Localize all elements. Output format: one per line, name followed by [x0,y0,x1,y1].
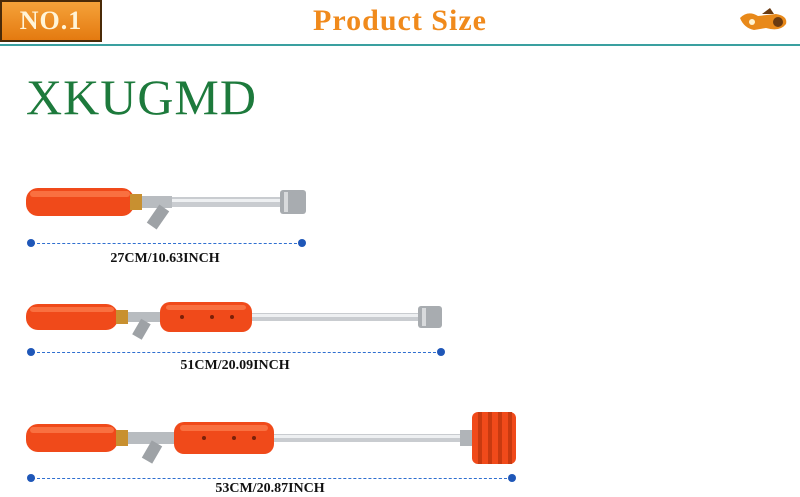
dimension-endpoint [27,239,35,247]
dimension-endpoint [27,348,35,356]
brand-name: XKUGMD [26,69,257,125]
spray-wand-short [26,188,306,230]
dimension-line [32,243,302,244]
decorative-mark-icon [740,8,787,30]
spray-wand-medium [26,302,442,340]
dimension-endpoint [437,348,445,356]
spray-wand-long [26,412,516,464]
dimension-endpoint [508,474,516,482]
section-header: NO.1 Product Size [0,0,800,46]
dimension-endpoint [27,474,35,482]
size-label: 51CM/20.09INCH [180,358,290,373]
dimension-line [32,478,512,479]
dimension-line [32,352,441,353]
section-title: Product Size [313,4,487,37]
size-label: 53CM/20.87INCH [215,481,325,496]
dimension-endpoint [298,239,306,247]
size-label: 27CM/10.63INCH [110,251,220,266]
section-number-badge: NO.1 [0,0,102,42]
